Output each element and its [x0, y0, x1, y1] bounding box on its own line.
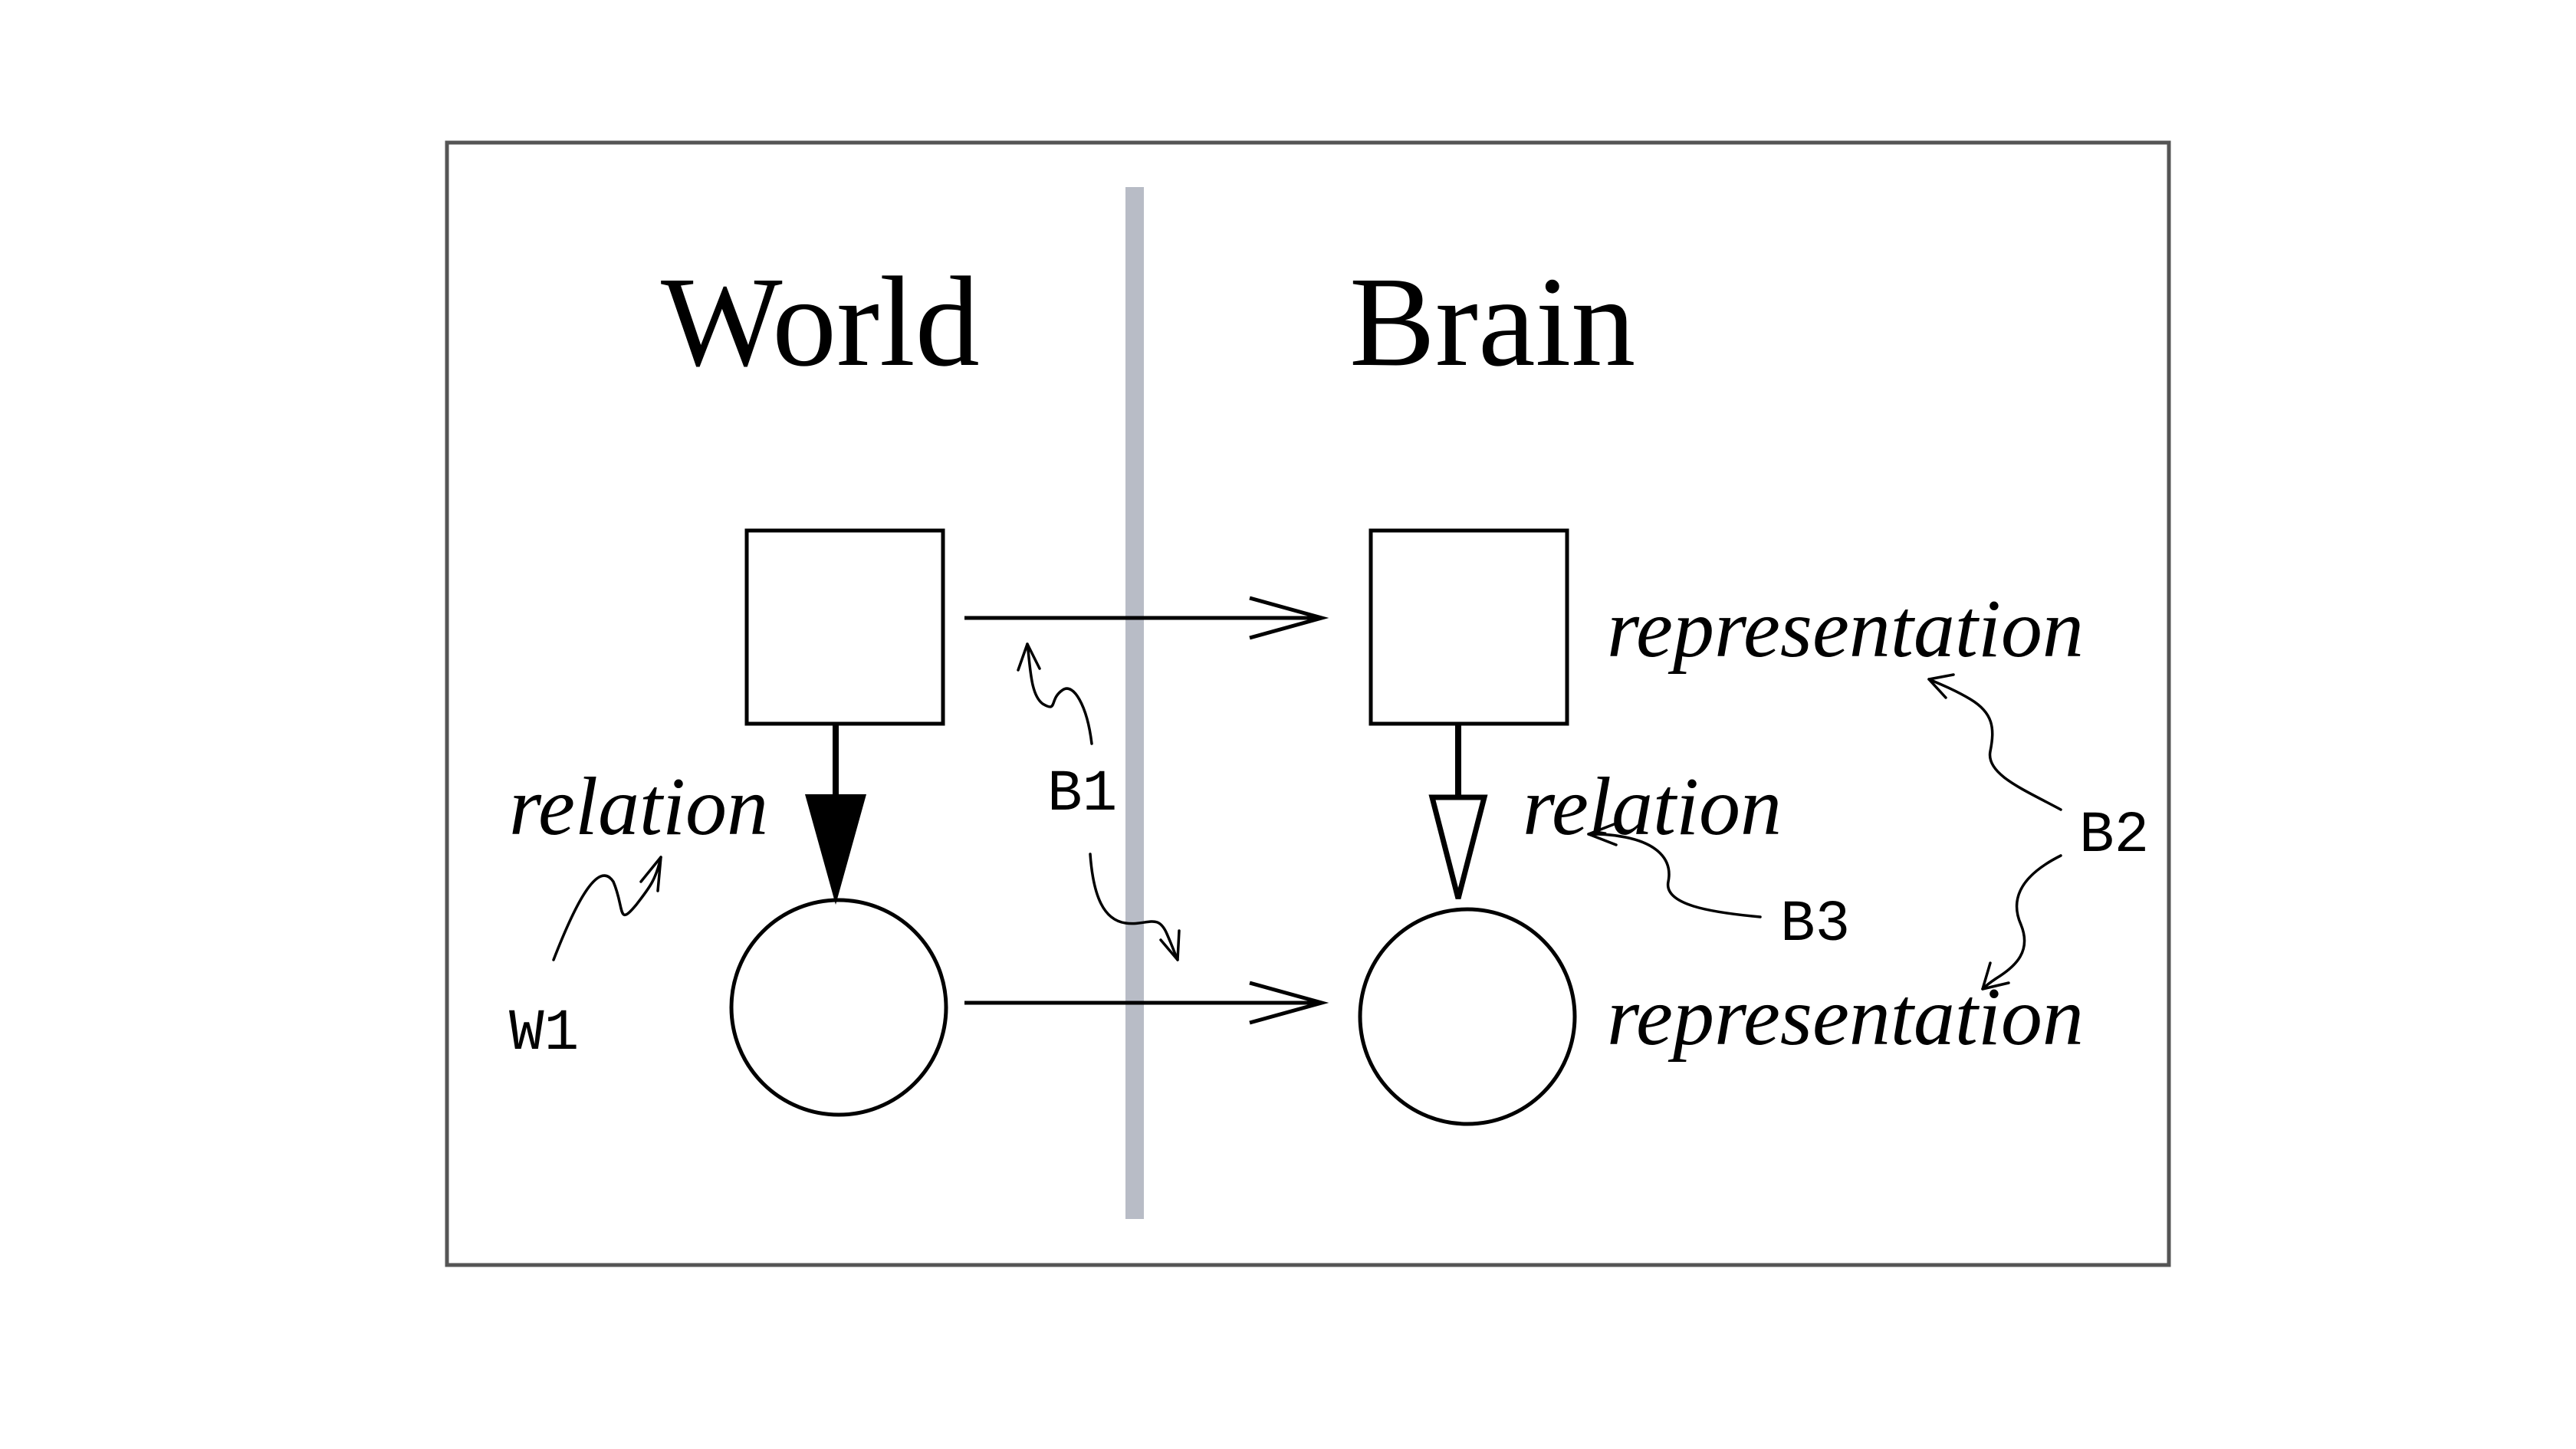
w1-annotation-label: W1: [509, 1001, 579, 1066]
b3-squiggle-arrow: [1587, 822, 1762, 918]
square-mapping-arrow: [964, 596, 1329, 640]
b1-upper-squiggle-arrow: [1017, 642, 1093, 745]
brain-relation-label: relation: [1523, 761, 1782, 853]
world-relation-label: relation: [509, 761, 768, 853]
brain-circle: [1358, 907, 1577, 1126]
b1-lower-squiggle-arrow: [1089, 853, 1181, 961]
brain-title: Brain: [1349, 251, 1635, 393]
brain-relation-arrowhead: [1428, 794, 1488, 899]
world-circle: [729, 898, 948, 1117]
w1-squiggle-arrow: [552, 856, 662, 961]
b2-lower-squiggle-arrow: [1981, 854, 2062, 991]
world-relation-arrowhead: [805, 794, 866, 905]
brain-representation-top-label: representation: [1607, 583, 2084, 675]
world-square: [744, 528, 945, 726]
diagram-frame: [445, 140, 2171, 1267]
brain-representation-bottom-label: representation: [1607, 971, 2084, 1063]
brain-square: [1368, 528, 1569, 726]
circle-mapping-arrow: [964, 981, 1329, 1025]
b1-annotation-label: B1: [1047, 761, 1117, 827]
b3-annotation-label: B3: [1780, 892, 1850, 958]
b2-annotation-label: B2: [2079, 803, 2149, 869]
world-title: World: [661, 251, 980, 393]
b2-upper-squiggle-arrow: [1927, 673, 2062, 811]
